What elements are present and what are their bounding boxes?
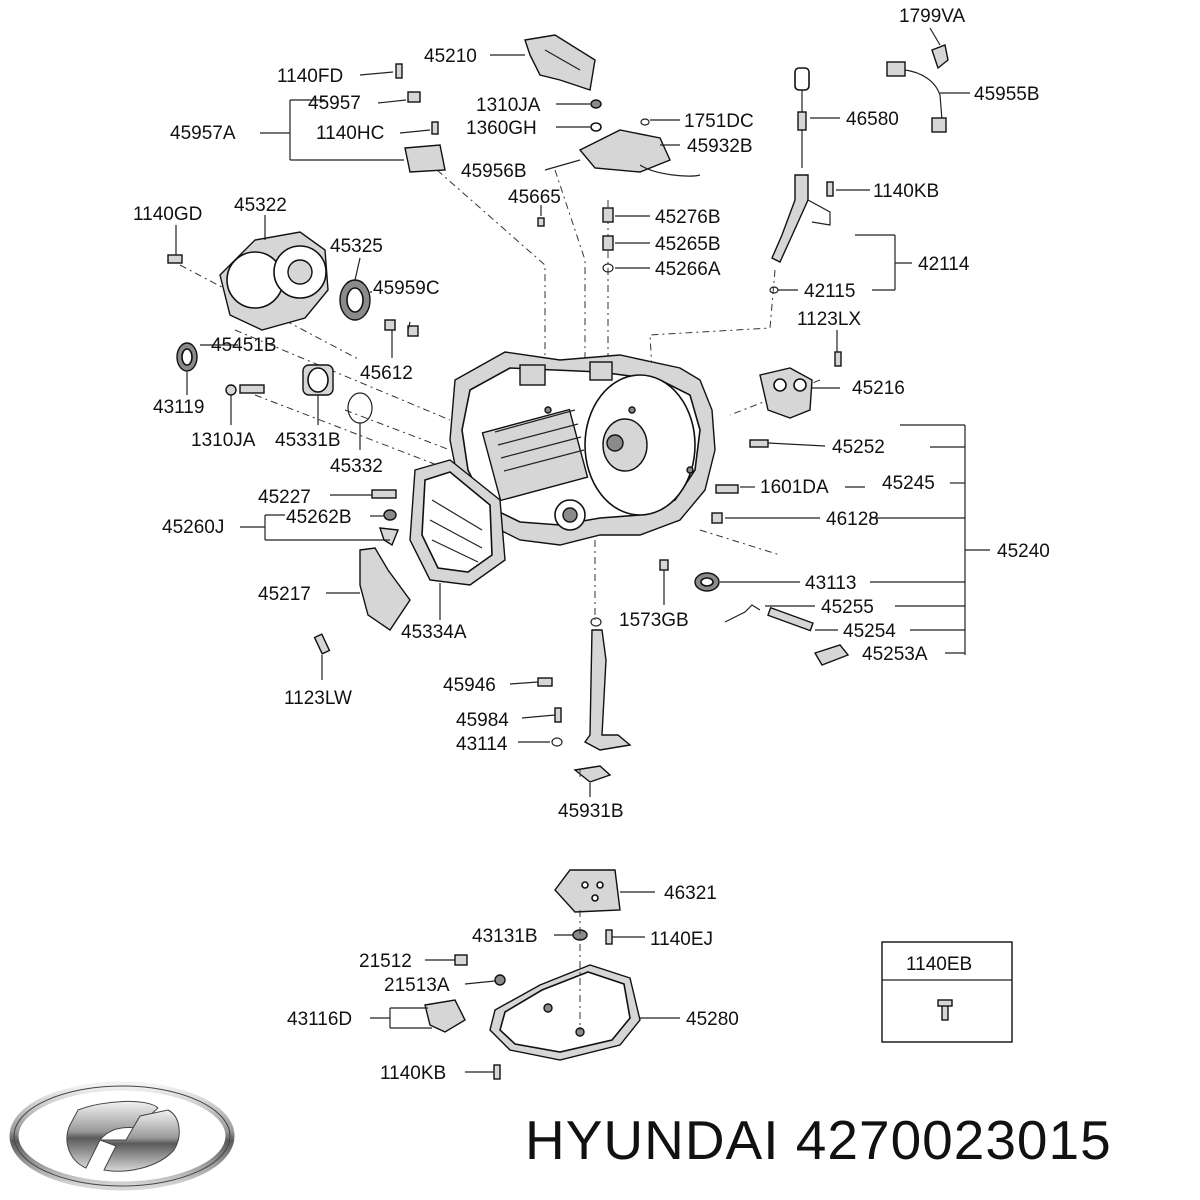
valve-plugs [537, 207, 614, 273]
label-45959C: 45959C [373, 278, 440, 299]
label-45245: 45245 [882, 473, 935, 494]
label-1140FD: 1140FD [277, 66, 343, 87]
label-45260J: 45260J [162, 517, 224, 538]
label-45322: 45322 [234, 195, 287, 216]
label-43119: 43119 [153, 397, 204, 418]
label-21512: 21512 [359, 951, 412, 972]
label-1140GD: 1140GD [133, 204, 202, 225]
label-45332: 45332 [330, 456, 383, 477]
label-45280: 45280 [686, 1009, 739, 1030]
label-45955B: 45955B [974, 84, 1040, 105]
label-1140KB-bottom: 1140KB [380, 1063, 446, 1084]
bracket-45210 [395, 34, 596, 173]
label-45957A: 45957A [170, 123, 236, 144]
manual-shaft [537, 617, 632, 783]
label-45331B: 45331B [275, 430, 341, 451]
label-45931B: 45931B [558, 801, 624, 822]
label-45984: 45984 [456, 710, 509, 731]
label-45240: 45240 [997, 541, 1050, 562]
part-1140EB-box [881, 941, 1013, 1043]
label-45451B: 45451B [211, 335, 277, 356]
label-45665: 45665 [508, 187, 561, 208]
label-45227: 45227 [258, 487, 311, 508]
label-1310JA-left: 1310JA [191, 430, 256, 451]
oil-pan-assembly [424, 770, 641, 1080]
label-45266A: 45266A [655, 259, 721, 280]
label-1123LX: 1123LX [797, 309, 861, 330]
label-46128: 46128 [826, 509, 879, 530]
label-45255: 45255 [821, 597, 874, 618]
right-small-parts [659, 439, 850, 666]
label-46580: 46580 [846, 109, 899, 130]
transaxle-case [449, 351, 716, 546]
label-45252: 45252 [832, 437, 885, 458]
label-43116D: 43116D [287, 1009, 352, 1030]
label-45216: 45216 [852, 378, 905, 399]
label-1140HC: 1140HC [316, 123, 384, 144]
label-45265B: 45265B [655, 234, 721, 255]
label-45210: 45210 [424, 46, 477, 67]
label-1799VA: 1799VA [899, 6, 966, 27]
label-45932B: 45932B [687, 136, 753, 157]
label-43113: 43113 [805, 573, 856, 594]
brand-part-number: HYUNDAI 4270023015 [525, 1109, 1112, 1171]
label-45334A: 45334A [401, 622, 467, 643]
part-45331B [302, 364, 373, 424]
label-45262B: 45262B [286, 507, 352, 528]
label-1140KB-top: 1140KB [873, 181, 939, 202]
small-parts-45612 [384, 319, 419, 337]
label-45612: 45612 [360, 363, 413, 384]
hyundai-logo [9, 1081, 235, 1191]
label-45276B: 45276B [655, 207, 721, 228]
oil-dipstick [769, 67, 834, 294]
label-45325: 45325 [330, 236, 383, 257]
manual-lever-assembly [578, 99, 701, 177]
label-45957: 45957 [308, 93, 361, 114]
part-labels: 1799VA 45210 1140FD 45957 45957A 1140HC … [133, 6, 1050, 1084]
label-1140EB-box: 1140EB [906, 954, 972, 975]
speed-sensor-harness [886, 44, 949, 133]
label-45253A: 45253A [862, 644, 928, 665]
label-1140EJ: 1140EJ [650, 929, 713, 950]
label-46321: 46321 [664, 883, 717, 904]
oil-seal-45325 [339, 279, 371, 321]
label-1360GH: 1360GH [466, 118, 537, 139]
label-43131B: 43131B [472, 926, 538, 947]
label-45946: 45946 [443, 675, 496, 696]
label-1123LW: 1123LW [284, 688, 352, 709]
label-21513A: 21513A [384, 975, 450, 996]
left-small-parts [167, 254, 411, 655]
leader-lines [175, 27, 990, 1073]
bracket-45216 [759, 351, 842, 419]
label-42114: 42114 [918, 254, 970, 275]
label-1601DA: 1601DA [760, 477, 829, 498]
label-1573GB: 1573GB [619, 610, 689, 631]
label-45217: 45217 [258, 584, 311, 605]
label-42115: 42115 [804, 281, 855, 302]
assembly-dash-lines [179, 169, 821, 620]
label-45956B: 45956B [461, 161, 527, 182]
label-1751DC: 1751DC [684, 111, 754, 132]
label-1310JA-top: 1310JA [476, 95, 541, 116]
side-cover [409, 459, 506, 586]
label-45254: 45254 [843, 621, 896, 642]
converter-cover [219, 231, 329, 331]
label-43114: 43114 [456, 734, 508, 755]
